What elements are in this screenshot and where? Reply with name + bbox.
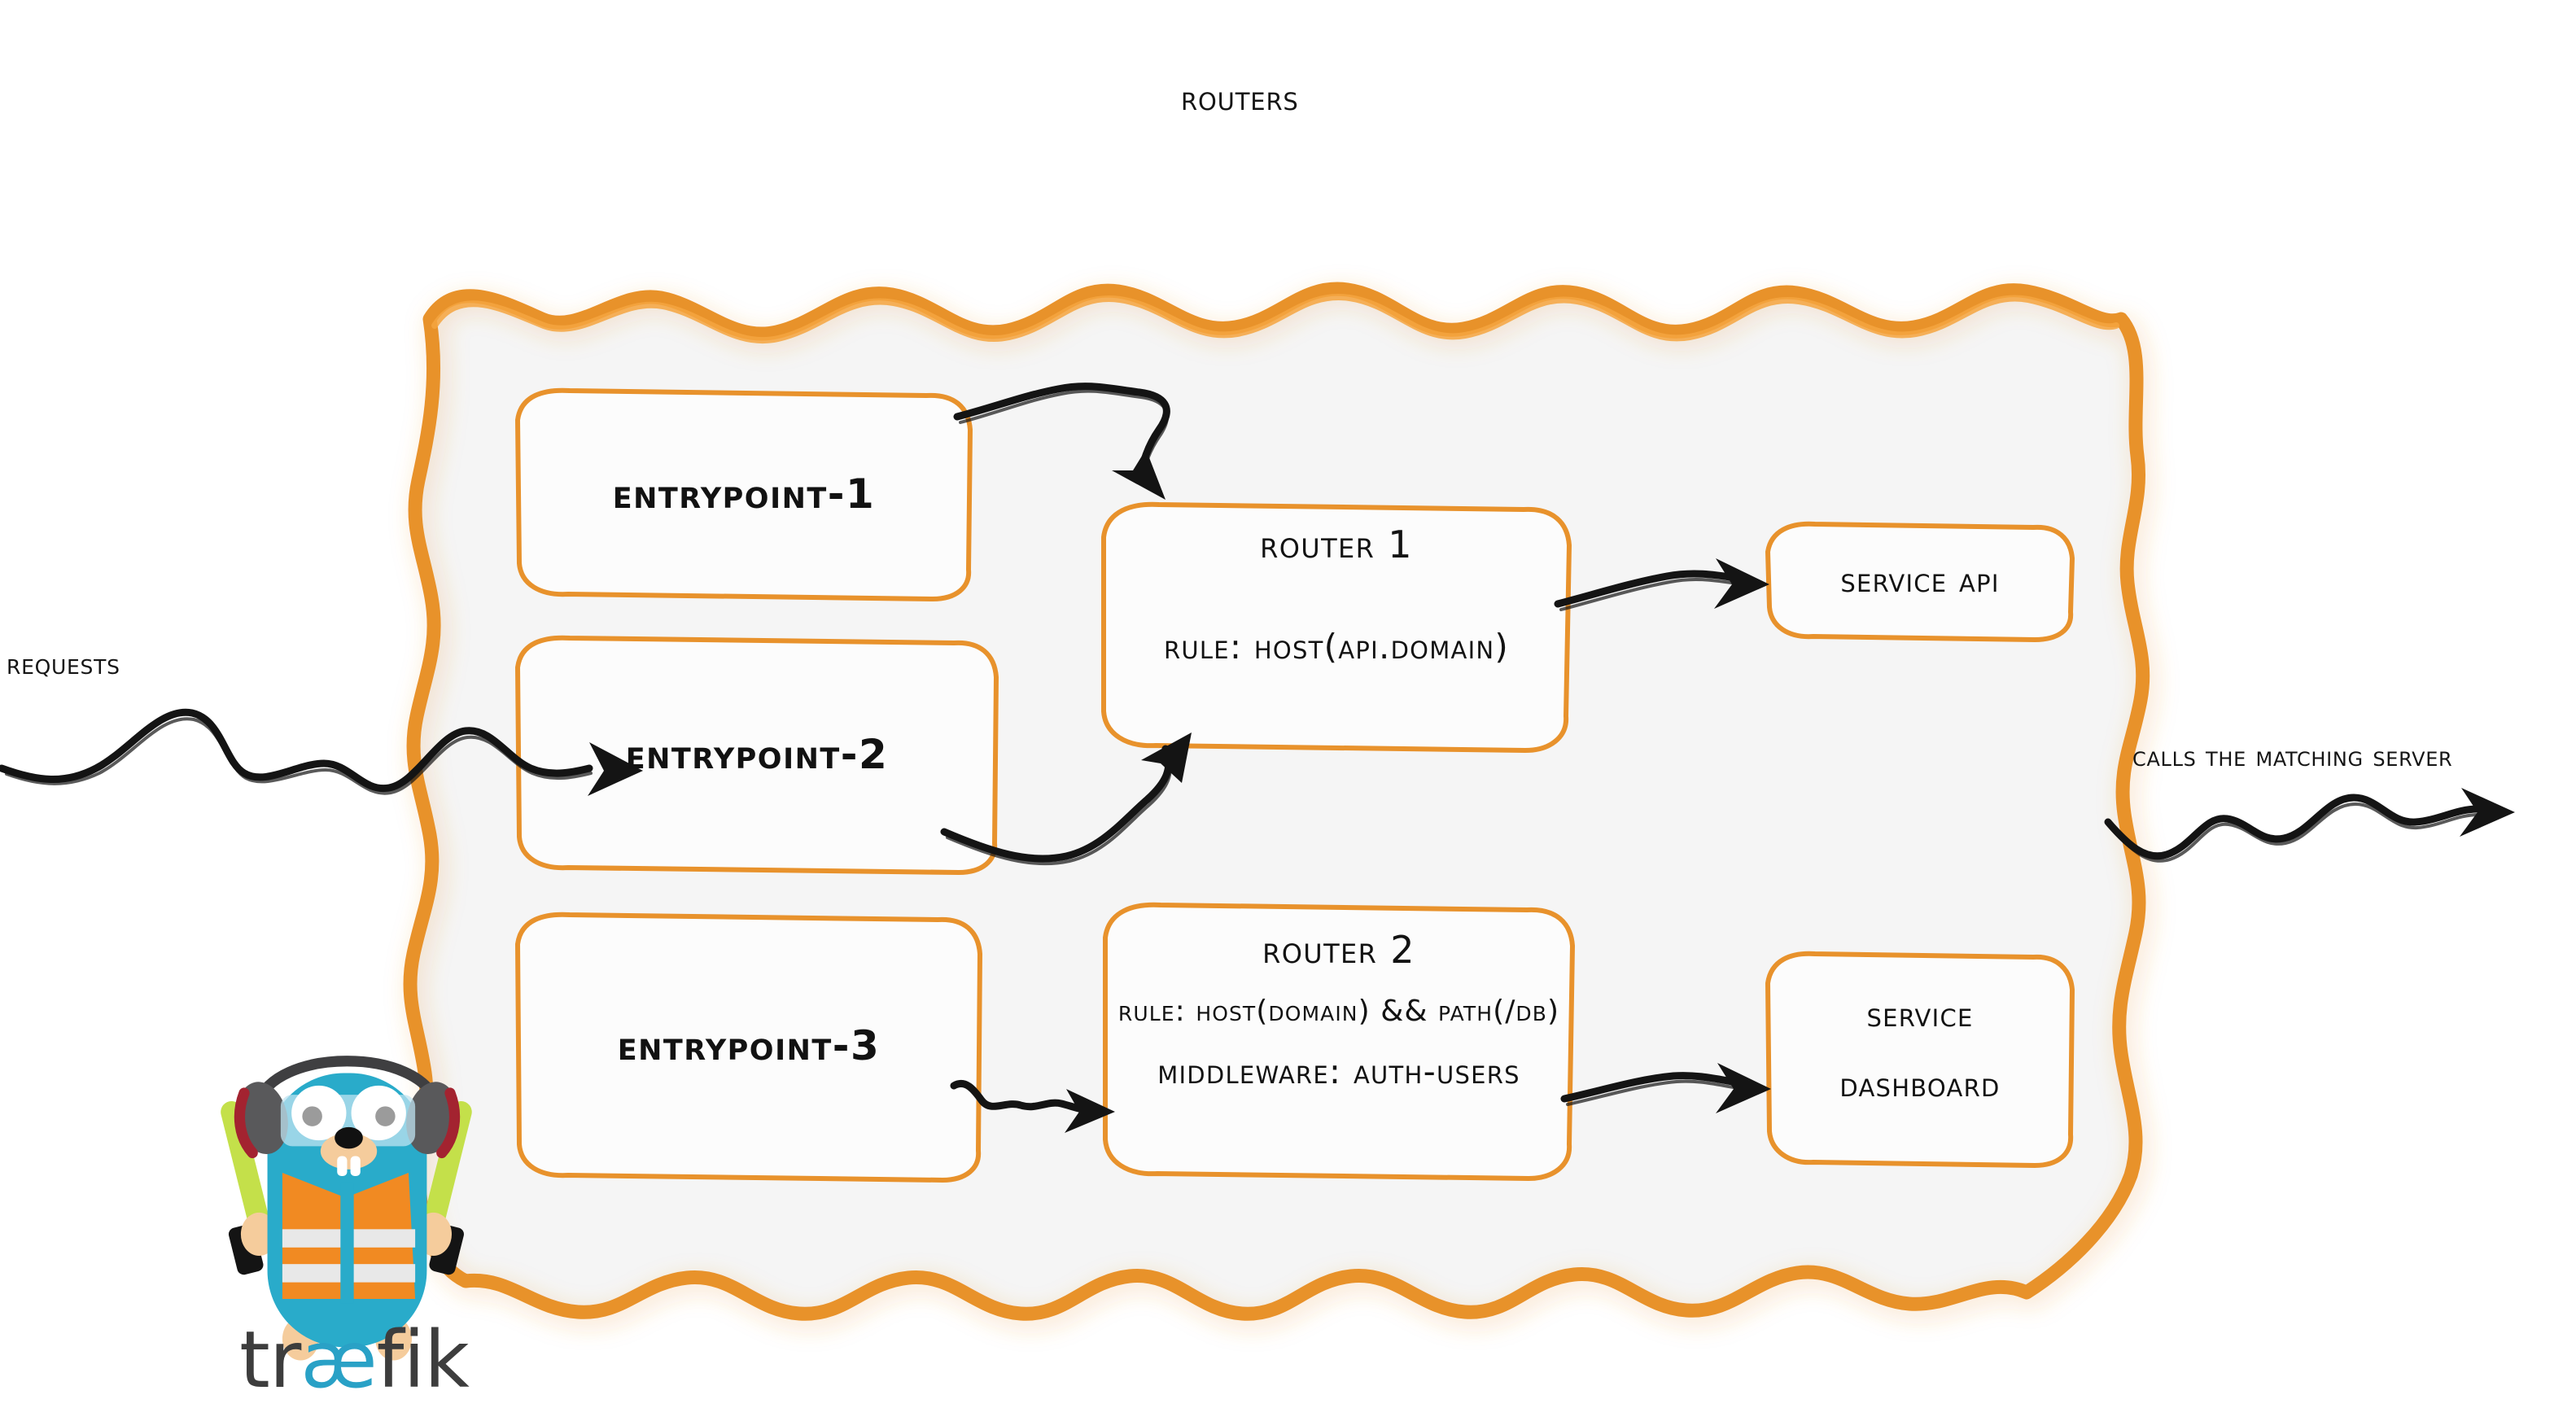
router-2-box[interactable] bbox=[1103, 902, 1575, 1181]
router-1-box-shape bbox=[1101, 501, 1572, 753]
entrypoint-2-box[interactable] bbox=[515, 635, 999, 875]
arrow-entrypoint3-to-router2 bbox=[950, 1079, 1115, 1133]
entrypoint-1-box-shape bbox=[515, 387, 973, 601]
entrypoint-1-box[interactable] bbox=[515, 387, 973, 601]
mascot-snout bbox=[320, 1133, 378, 1170]
traefik-wordmark-right: fik bbox=[376, 1314, 470, 1406]
traefik-wordmark-ae: æ bbox=[300, 1314, 377, 1406]
service-dashboard-box[interactable] bbox=[1765, 951, 2075, 1168]
mascot-vest-gap bbox=[340, 1183, 354, 1304]
calls-the-matching-server-label: Calls the matching server bbox=[2132, 741, 2453, 773]
requests-label: Requests bbox=[7, 648, 120, 681]
entrypoint-3-box-shape bbox=[515, 912, 982, 1183]
router-1-box[interactable] bbox=[1101, 501, 1572, 753]
mascot-nose bbox=[335, 1126, 363, 1149]
traefik-logo: træfik bbox=[228, 1046, 480, 1406]
service-api-box[interactable] bbox=[1765, 521, 2075, 642]
traefik-wordmark-left: tr bbox=[239, 1314, 301, 1406]
traefik-gopher-mascot bbox=[221, 1056, 472, 1361]
arrow-router1-to-service-api bbox=[1554, 558, 1769, 611]
service-api-box-shape bbox=[1765, 521, 2075, 642]
arrow-router2-to-service-dashboard bbox=[1560, 1063, 1771, 1113]
service-dashboard-box-shape bbox=[1765, 951, 2075, 1168]
entrypoint-2-box-shape bbox=[515, 635, 999, 875]
mascot-headphone-band bbox=[251, 1056, 443, 1110]
routers-panel-border-sketch bbox=[431, 294, 2119, 344]
arrow-requests-to-panel bbox=[0, 708, 643, 796]
traefik-wordmark: træfik bbox=[228, 1314, 480, 1406]
mascot-headphone-left bbox=[234, 1082, 288, 1159]
mascot-headphone-right bbox=[406, 1082, 461, 1159]
arrow-panel-to-matching-server bbox=[2104, 788, 2515, 863]
router-2-box-shape bbox=[1103, 902, 1575, 1181]
arrow-entrypoint1-to-router1 bbox=[953, 383, 1170, 500]
arrow-entrypoint2-to-router1 bbox=[940, 732, 1192, 866]
page-title: Routers bbox=[1181, 78, 1299, 118]
entrypoint-3-box[interactable] bbox=[515, 912, 982, 1183]
